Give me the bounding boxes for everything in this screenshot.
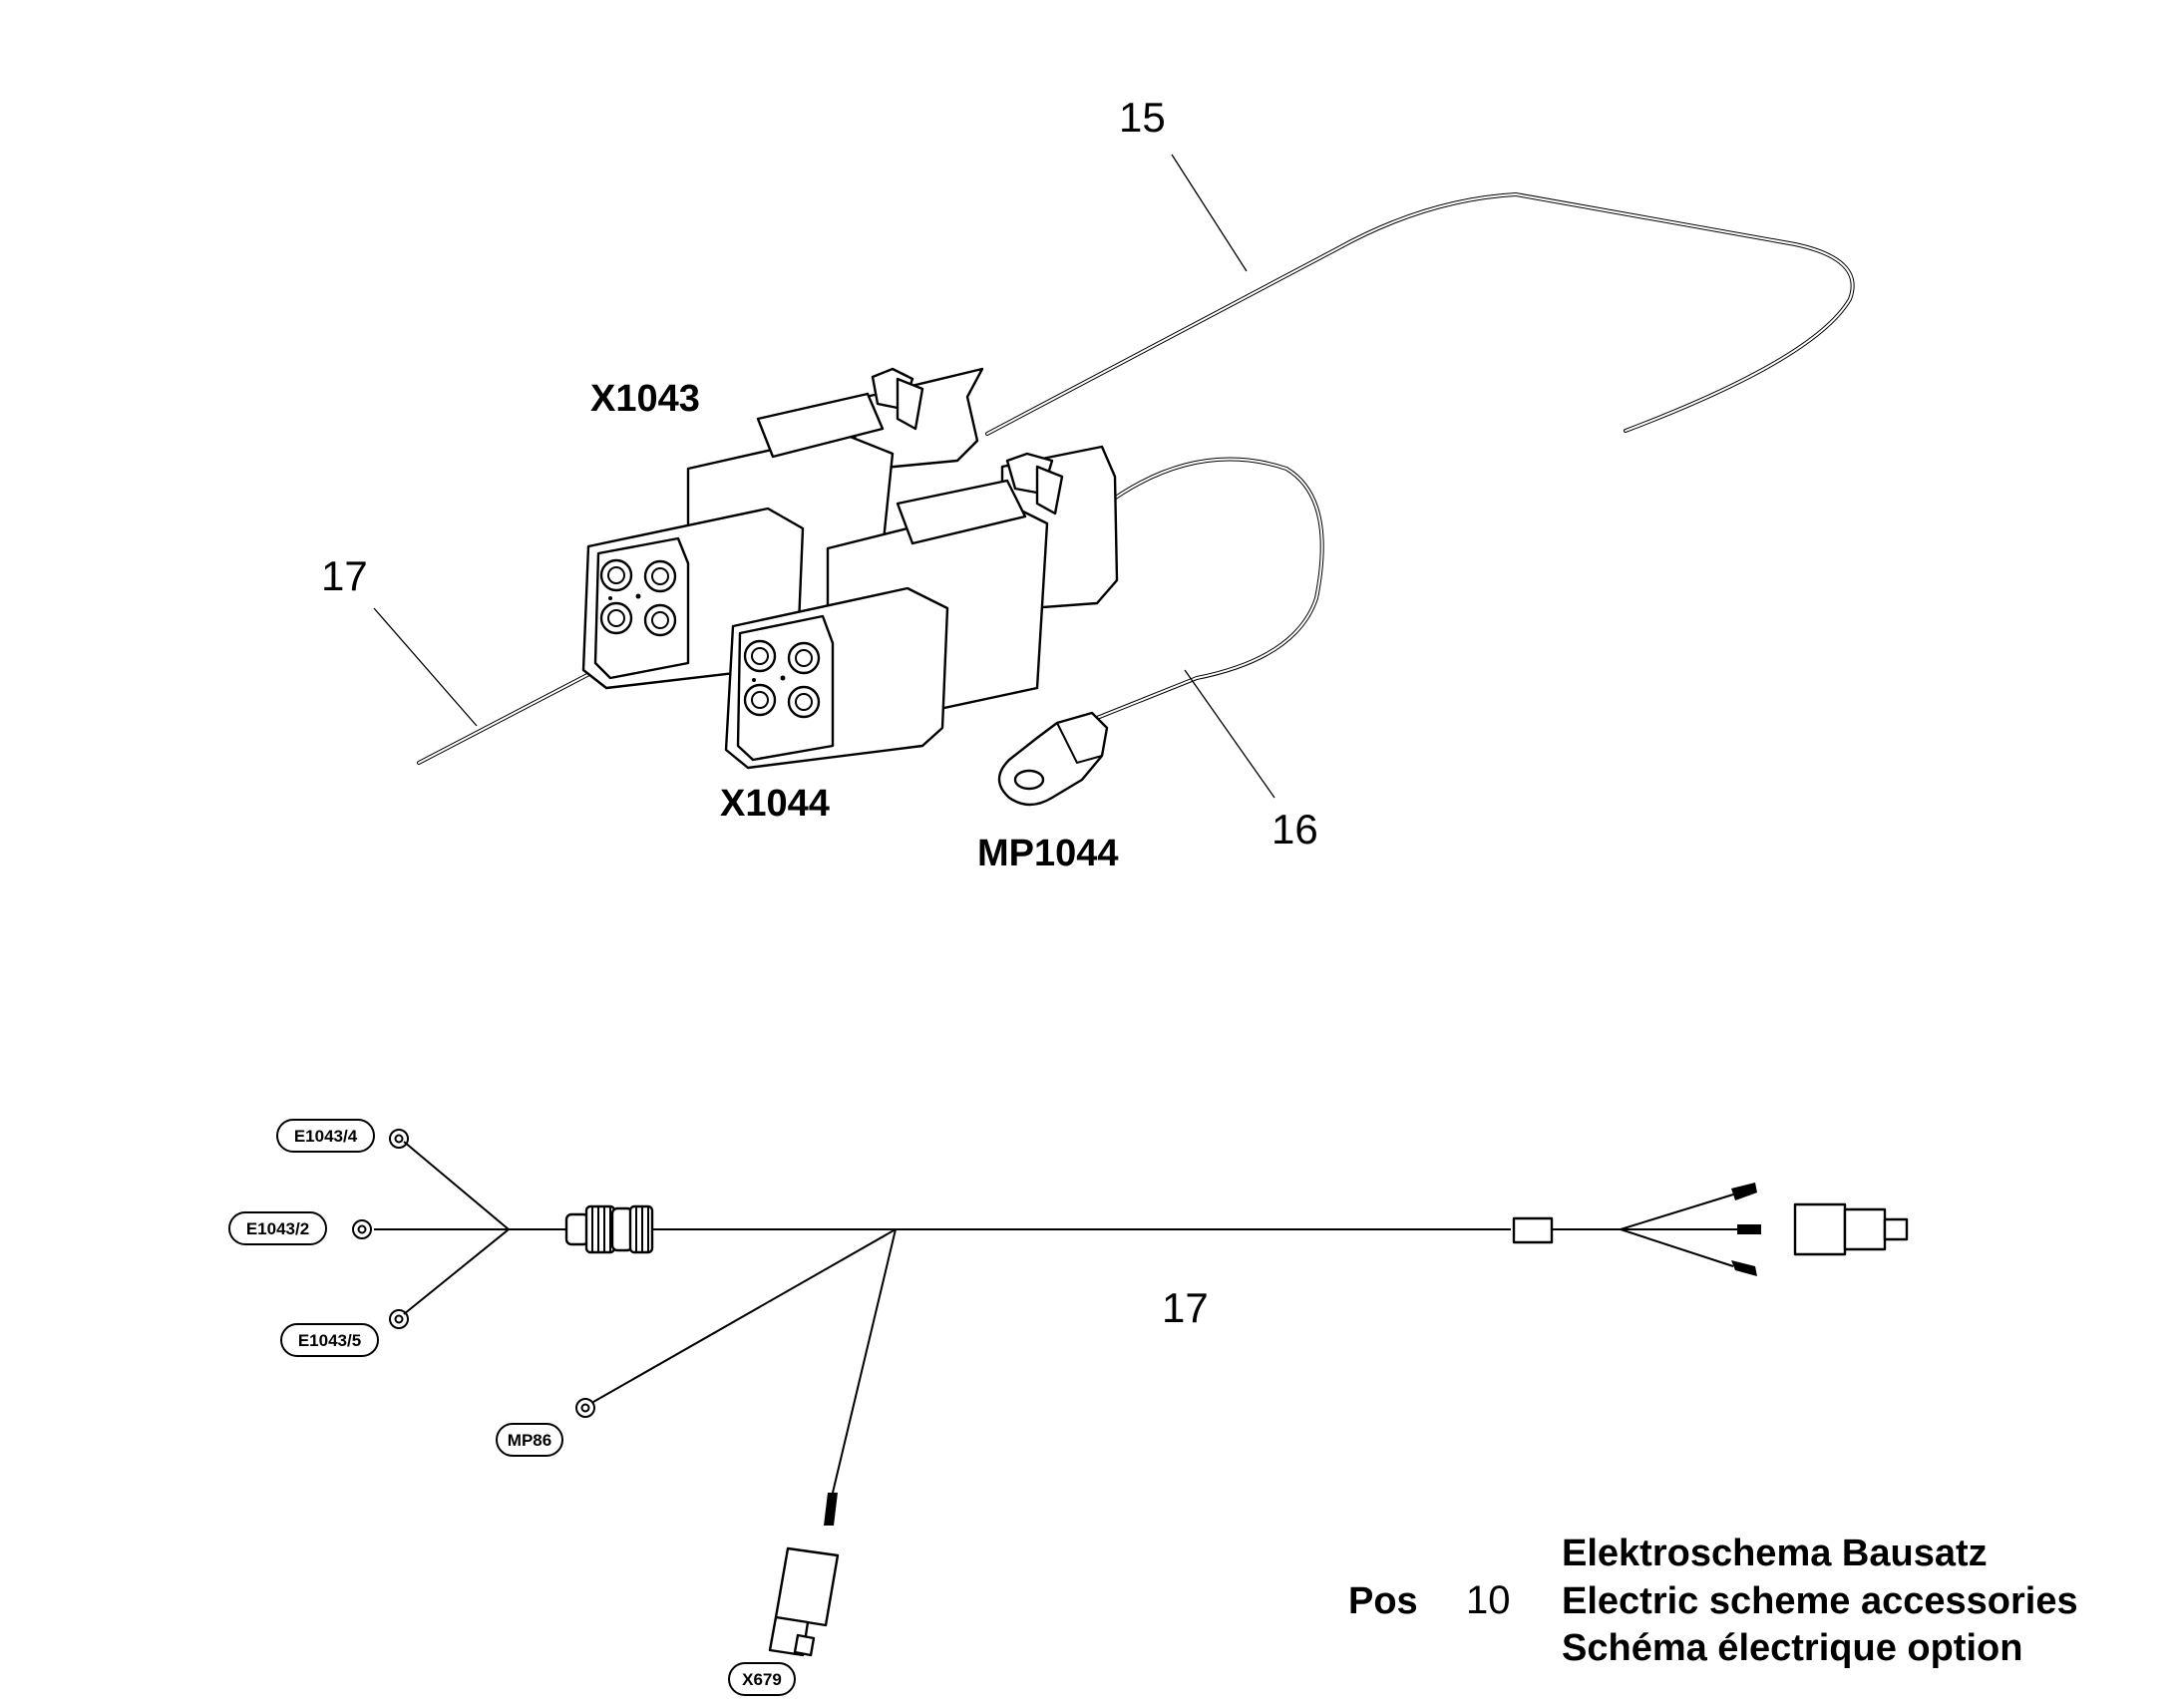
tag-e1043-5: E1043/5 bbox=[280, 1323, 379, 1357]
callout-17-top: 17 bbox=[321, 552, 368, 599]
ring-terminal bbox=[997, 711, 1109, 807]
label-x1044: X1044 bbox=[720, 783, 830, 825]
label-mp1044: MP1044 bbox=[977, 833, 1119, 874]
left-fanout bbox=[374, 1141, 510, 1315]
pos-number: 10 bbox=[1466, 1578, 1511, 1622]
branch-lines bbox=[592, 1228, 897, 1494]
leader-lines-top bbox=[373, 154, 1275, 799]
connector-x1044 bbox=[724, 445, 1119, 770]
connector-x679-symbol bbox=[768, 1546, 840, 1657]
title-line-fr: Schéma électrique option bbox=[1562, 1627, 2022, 1669]
tag-x679-text: X679 bbox=[742, 1670, 782, 1689]
tag-e1043-4-text: E1043/4 bbox=[294, 1127, 358, 1146]
tag-x679: X679 bbox=[728, 1662, 796, 1696]
wire-16 bbox=[1090, 457, 1324, 722]
tag-mp86-text: MP86 bbox=[508, 1431, 551, 1450]
splice-sleeve bbox=[1512, 1216, 1554, 1244]
pos-label: Pos bbox=[1348, 1580, 1418, 1622]
tag-e1043-5-text: E1043/5 bbox=[298, 1331, 361, 1350]
tag-e1043-2: E1043/2 bbox=[228, 1211, 327, 1245]
right-fanout bbox=[1620, 1183, 1761, 1276]
tag-mp86: MP86 bbox=[496, 1423, 563, 1457]
cable-gland bbox=[564, 1204, 654, 1254]
connector-right-symbol bbox=[1793, 1202, 1909, 1256]
terminal-rings bbox=[352, 1129, 595, 1418]
callout-17-bottom: 17 bbox=[1162, 1284, 1209, 1331]
label-x1043: X1043 bbox=[590, 378, 700, 420]
title-line-en: Electric scheme accessories bbox=[1562, 1580, 2078, 1622]
wire-end-x679 bbox=[824, 1493, 838, 1526]
wire-15 bbox=[985, 191, 1855, 436]
tag-e1043-2-text: E1043/2 bbox=[246, 1219, 309, 1238]
callout-16: 16 bbox=[1272, 806, 1318, 853]
tag-e1043-4: E1043/4 bbox=[276, 1119, 375, 1153]
title-line-de: Elektroschema Bausatz bbox=[1562, 1533, 1988, 1574]
callout-15: 15 bbox=[1119, 94, 1166, 141]
